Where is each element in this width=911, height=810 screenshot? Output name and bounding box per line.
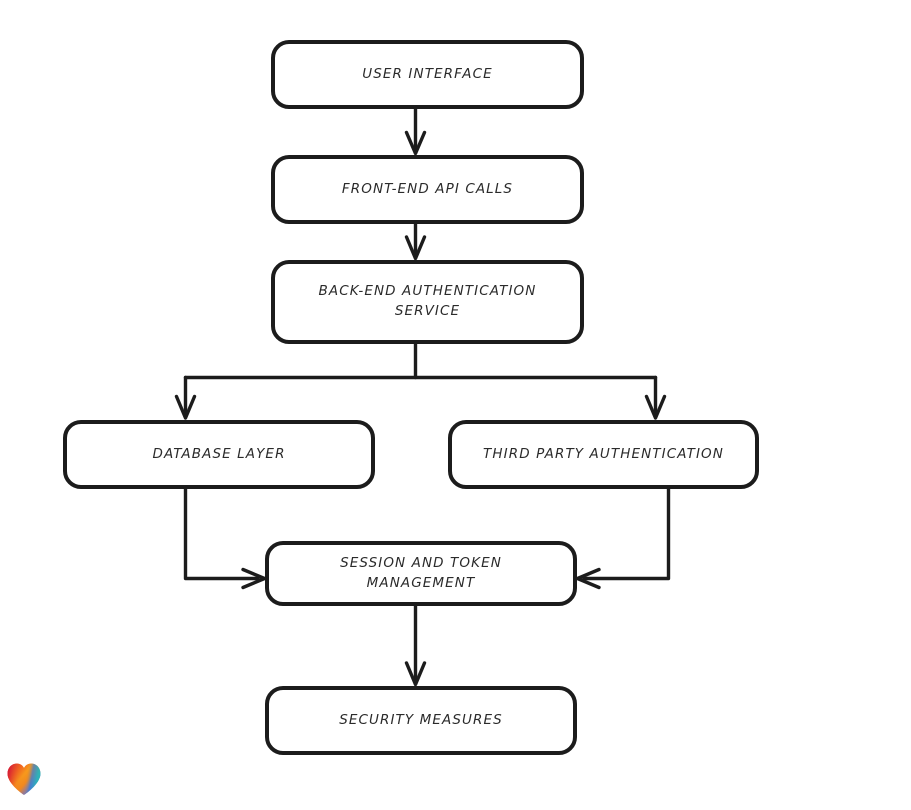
heart-watermark (6, 762, 42, 796)
node-third-party-authentication[interactable] (448, 420, 759, 489)
edge-ui-to-api (404, 105, 427, 156)
node-user-interface[interactable] (271, 40, 584, 109)
edge-backend-to-database (174, 375, 197, 420)
heart-icon-highlight (7, 763, 41, 795)
node-back-end-authentication-service[interactable] (271, 260, 584, 344)
edge-backend-branch (183, 340, 658, 380)
node-database-layer[interactable] (63, 420, 375, 489)
node-session-and-token-management[interactable] (265, 541, 577, 606)
edge-database-to-session (183, 485, 267, 590)
edges-layer (174, 105, 671, 687)
node-front-end-api-calls[interactable] (271, 155, 584, 224)
edge-thirdparty-to-session (575, 485, 671, 590)
nodes-layer (63, 40, 759, 755)
edge-api-to-backend (404, 220, 427, 261)
edge-session-to-security (404, 602, 427, 687)
edge-backend-to-thirdparty (644, 375, 667, 420)
node-security-measures[interactable] (265, 686, 577, 755)
